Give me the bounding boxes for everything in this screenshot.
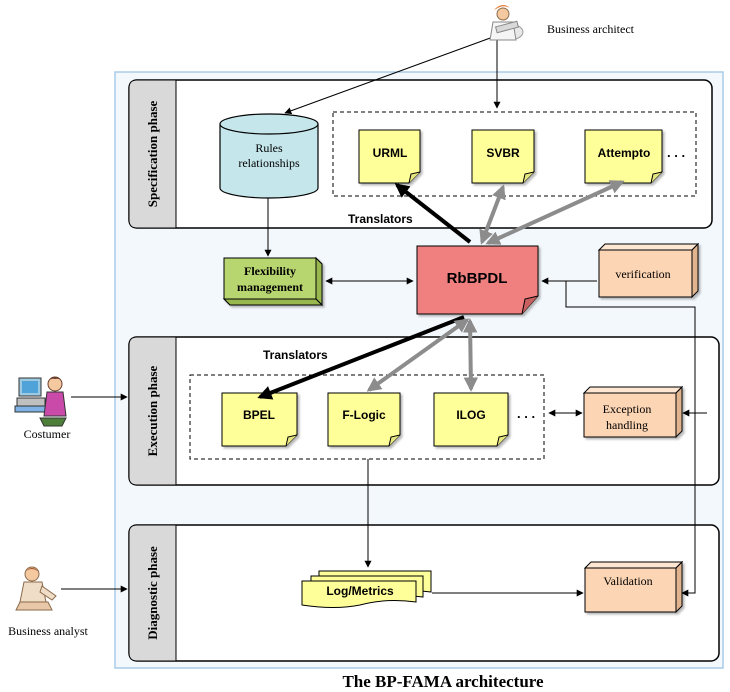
flogic-label: F-Logic	[342, 408, 386, 422]
thin-connectors	[61, 36, 707, 597]
rules-label-2: relationships	[238, 156, 300, 170]
specification-phase-label: Specification phase	[145, 101, 160, 208]
rbbpdl-label: RbBPDL	[447, 270, 508, 287]
thick-translator-arrows	[257, 180, 625, 400]
business-architect-icon	[489, 5, 524, 41]
urml-label: URML	[373, 146, 408, 160]
translators-mid-label: Translators	[263, 348, 328, 362]
rules-label-1: Rules	[255, 141, 283, 155]
spec-ellipsis: . . .	[667, 145, 685, 160]
costumer-icon	[14, 376, 67, 427]
validation-label: Validation	[603, 574, 652, 588]
exception-label-2: handling	[606, 418, 648, 432]
exception-label-1: Exception	[603, 402, 652, 416]
business-architect-label: Business architect	[547, 22, 635, 36]
bpel-note	[221, 392, 298, 447]
logmetrics-label: Log/Metrics	[326, 584, 394, 598]
translators-top-label: Translators	[348, 212, 413, 226]
costumer-label: Costumer	[24, 427, 71, 441]
flex-label-1: Flexibility	[244, 264, 296, 278]
rbbpdl-note	[416, 245, 539, 315]
ilog-label: ILOG	[456, 408, 485, 422]
svbr-label: SVBR	[486, 146, 520, 160]
validation-box	[583, 560, 684, 614]
business-analyst-label: Business analyst	[8, 624, 88, 638]
exec-ellipsis: . . .	[517, 406, 535, 421]
rules-relationships-db	[219, 113, 319, 199]
diagram-caption: The BP-FAMA architecture	[342, 672, 544, 691]
logmetrics-stack	[301, 570, 432, 608]
flex-label-2: management	[237, 280, 303, 294]
execution-phase-label: Execution phase	[145, 365, 160, 456]
exception-handling-box	[582, 385, 684, 439]
attempto-note	[584, 129, 663, 184]
flogic-note	[327, 392, 401, 447]
diagnostic-phase-panel	[128, 524, 720, 662]
verification-label: verification	[615, 267, 670, 281]
business-analyst-icon	[15, 566, 57, 611]
flexibility-management-box	[222, 256, 324, 307]
ilog-note	[433, 392, 509, 447]
attempto-label: Attempto	[598, 146, 651, 160]
bpel-label: BPEL	[243, 408, 275, 422]
diagnostic-phase-label: Diagnostic phase	[145, 546, 160, 640]
verification-box	[597, 242, 700, 299]
urml-note	[358, 129, 421, 184]
